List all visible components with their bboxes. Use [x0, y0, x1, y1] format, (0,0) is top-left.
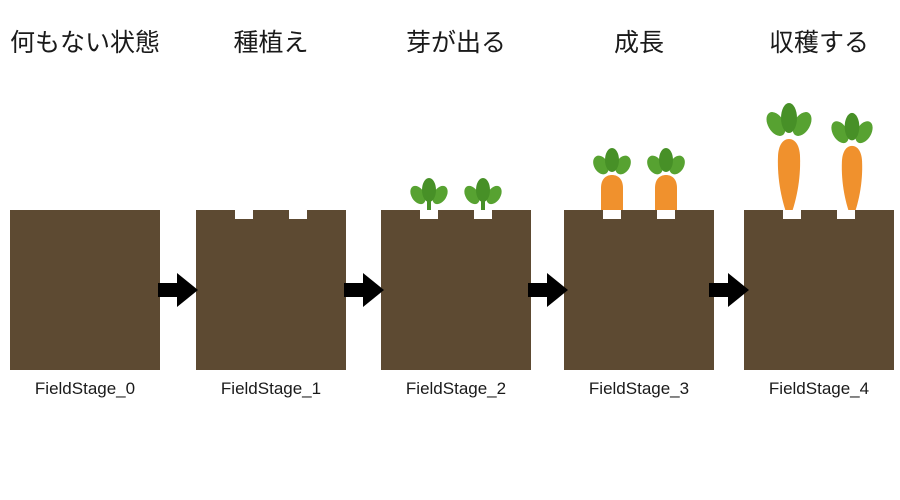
stage-title: 種植え	[233, 29, 309, 57]
soil-block	[196, 210, 346, 370]
stage-title: 芽が出る	[405, 29, 506, 57]
soil-block	[10, 210, 160, 370]
plant-area	[381, 65, 531, 212]
seed-hole	[837, 210, 855, 219]
soil-block	[381, 210, 531, 370]
plant-area	[196, 65, 346, 210]
plant-area	[744, 65, 894, 221]
stage-column-0: 何もない状態 FieldStage_0	[10, 25, 160, 399]
sprout-icon	[409, 178, 449, 212]
soil-block	[564, 210, 714, 370]
soil-block	[744, 210, 894, 370]
arrow-right-icon	[158, 273, 198, 307]
seed-hole	[474, 210, 492, 219]
arrow-right-icon	[344, 273, 384, 307]
arrow-right-icon	[709, 273, 749, 307]
stage-title: 成長	[613, 29, 664, 57]
stage-column-2: 芽が出る FieldStage_2	[381, 25, 531, 399]
stage-column-4: 収穫する FieldStage_4	[744, 25, 894, 399]
stage-caption: FieldStage_4	[768, 379, 870, 398]
stage-column-3: 成長 FieldStage_3	[564, 25, 714, 399]
plant-area	[564, 65, 714, 220]
seed-hole	[235, 210, 253, 219]
arrow-right-icon	[528, 273, 568, 307]
stage-title: 何もない状態	[10, 29, 161, 57]
carrot-icon	[762, 103, 816, 220]
stage-caption: FieldStage_2	[405, 379, 507, 398]
seed-hole	[657, 210, 675, 219]
stage-caption: FieldStage_0	[34, 379, 136, 398]
seed-hole	[603, 210, 621, 219]
stage-column-1: 種植え FieldStage_1	[196, 25, 346, 399]
stage-caption: FieldStage_3	[588, 379, 690, 398]
sprout-icon	[463, 178, 503, 212]
stage-title: 収穫する	[768, 29, 869, 57]
carrot-icon	[827, 112, 877, 221]
seed-hole	[289, 210, 307, 219]
seed-hole	[783, 210, 801, 219]
plant-area	[10, 65, 160, 210]
seed-hole	[420, 210, 438, 219]
stage-caption: FieldStage_1	[220, 379, 322, 398]
